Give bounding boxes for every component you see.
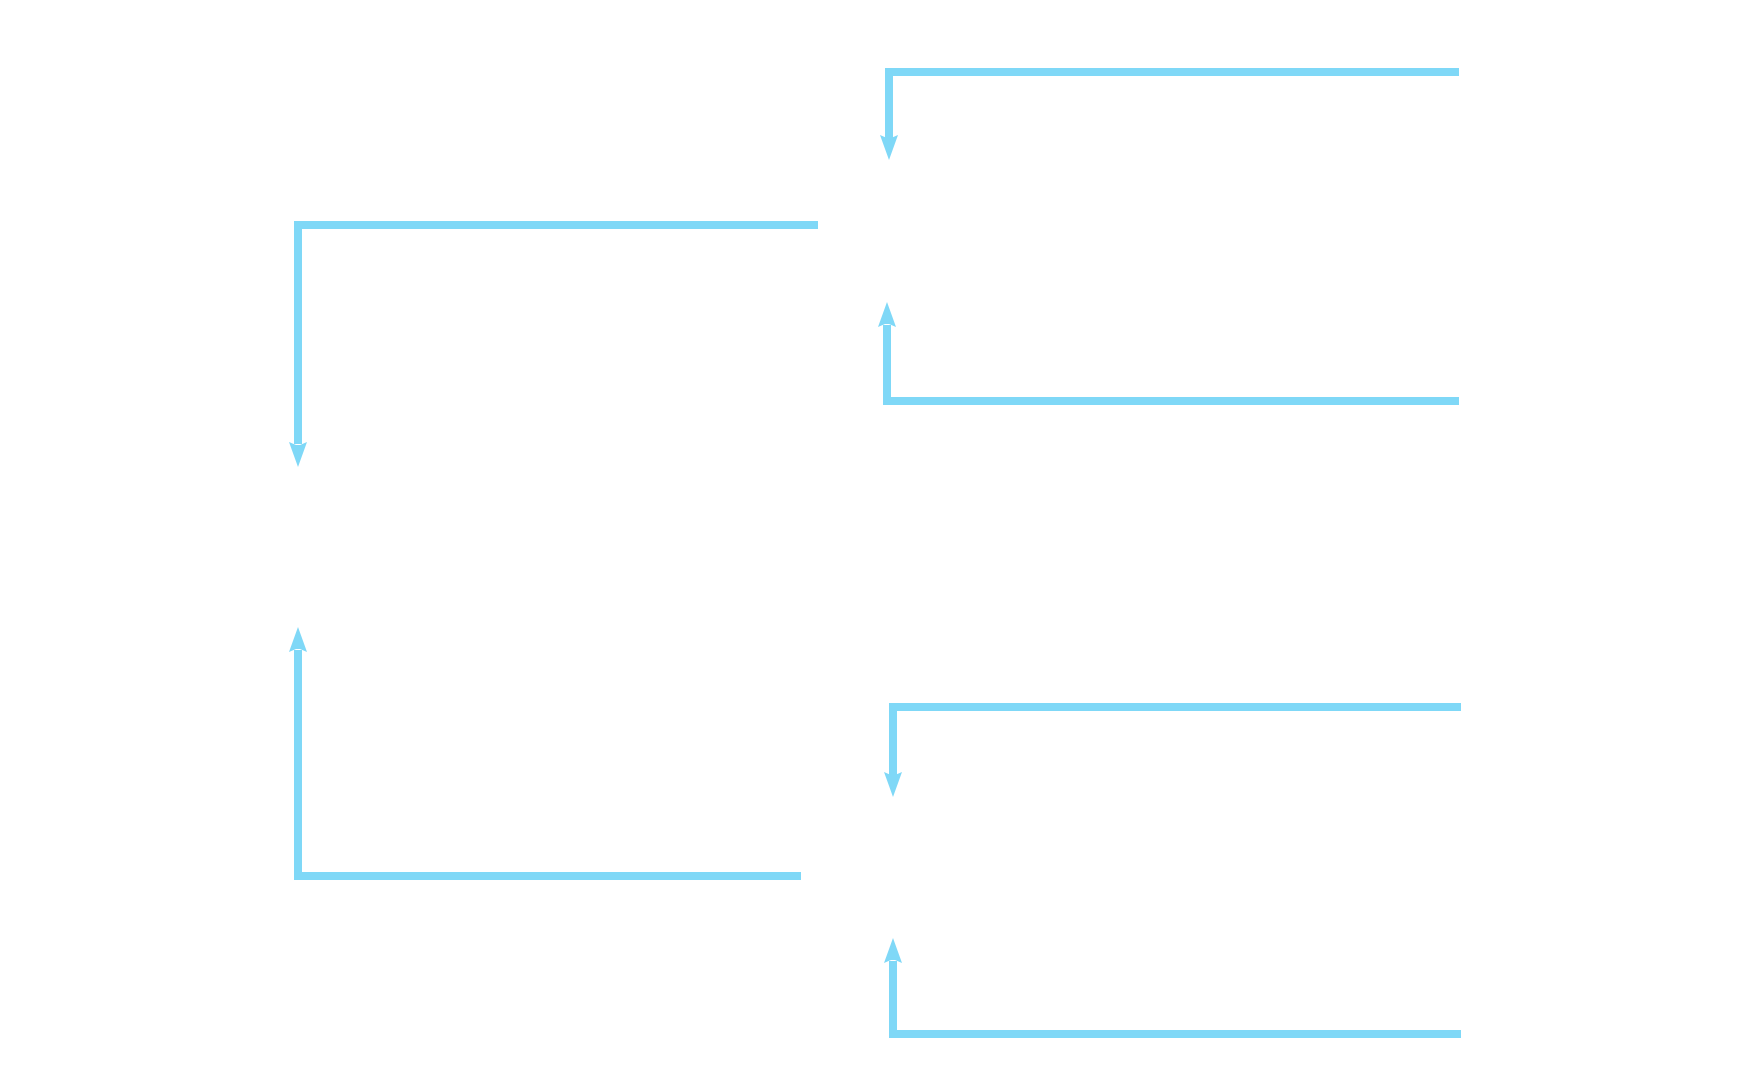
connector-bottom-right-upper <box>884 703 1461 797</box>
connector-left-upper <box>289 221 818 467</box>
connector-bottom-right-lower-line <box>889 961 1461 1038</box>
arrow-down-icon <box>884 772 902 797</box>
connector-left-upper-line <box>294 221 818 444</box>
connectors-group <box>289 68 1461 1038</box>
arrow-down-icon <box>289 442 307 467</box>
connector-top-right-lower <box>878 302 1459 405</box>
connector-top-right-upper-line <box>885 68 1459 138</box>
connector-bottom-right-lower <box>884 938 1461 1038</box>
arrow-up-icon <box>884 938 902 963</box>
connector-left-lower-line <box>294 650 801 880</box>
connector-bottom-right-upper-line <box>889 703 1461 775</box>
arrow-down-icon <box>880 135 898 160</box>
arrow-up-icon <box>878 302 896 327</box>
connector-top-right-upper <box>880 68 1459 160</box>
connector-left-lower <box>289 627 801 880</box>
arrow-up-icon <box>289 627 307 652</box>
connector-top-right-lower-line <box>883 325 1459 405</box>
